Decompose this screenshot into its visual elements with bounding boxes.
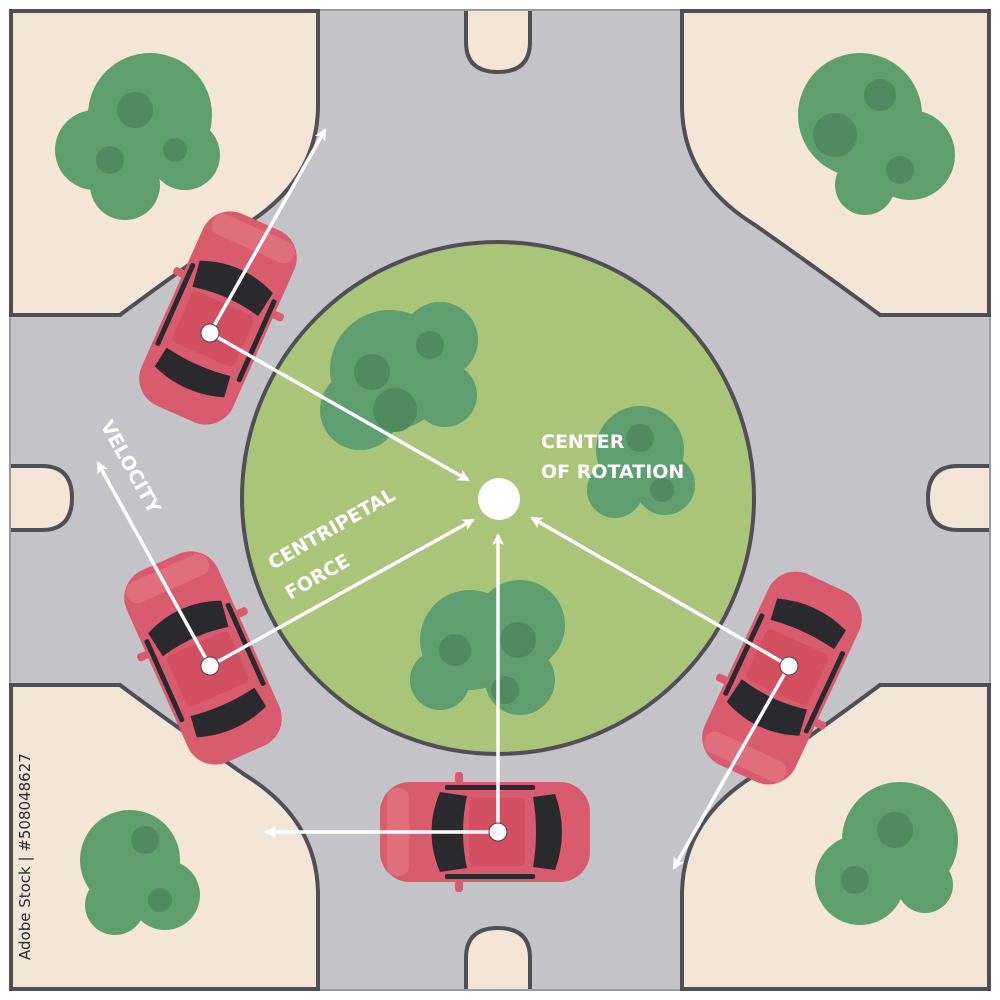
- splitter-islands: [11, 11, 989, 989]
- center-of-rotation-label-line1: CENTER: [541, 431, 625, 453]
- centripetal-arrow-left: [209, 518, 475, 668]
- velocity-arrow-right: [672, 665, 791, 870]
- center-of-rotation-point: [478, 478, 520, 520]
- stock-id: Adobe Stock | #508048627: [16, 753, 34, 960]
- velocity-arrow-top-left: [208, 128, 327, 334]
- centripetal-arrow-top-left: [209, 331, 470, 482]
- velocity-arrow-left: [96, 461, 212, 667]
- force-arrows: [96, 128, 791, 870]
- center-of-rotation-label-line2: OF ROTATION: [541, 461, 684, 483]
- centripetal-arrow-right: [530, 516, 790, 668]
- car-center-points: [200, 323, 799, 842]
- corner-trees: [55, 53, 958, 935]
